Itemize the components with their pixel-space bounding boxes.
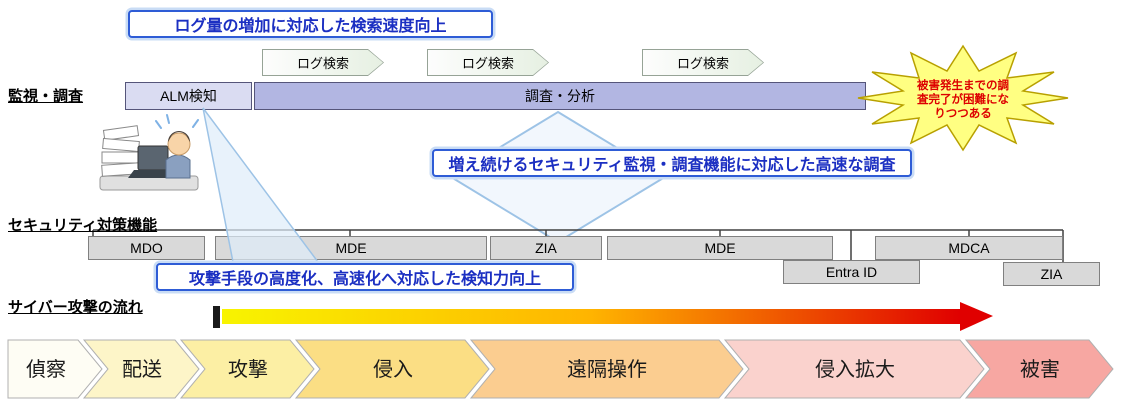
module-connector-lines bbox=[92, 229, 1064, 262]
log-search-chevron-3: ログ検索 bbox=[642, 49, 764, 76]
attack-gradient-arrow bbox=[213, 302, 993, 331]
log-search-label-1: ログ検索 bbox=[263, 50, 383, 75]
log-search-chevron-1: ログ検索 bbox=[262, 49, 384, 76]
stage-label: 遠隔操作 bbox=[567, 358, 647, 381]
module-box-mde-2: MDE bbox=[607, 236, 833, 260]
module-box-zia-1: ZIA bbox=[490, 236, 602, 260]
module-box-zia-2: ZIA bbox=[1003, 262, 1100, 286]
log-search-label-3: ログ検索 bbox=[643, 50, 763, 75]
stage-label: 侵入拡大 bbox=[815, 358, 895, 381]
diamond-shape bbox=[449, 110, 667, 244]
callout-fast-investigation: 増え続けるセキュリティ監視・調査機能に対応した高速な調査 bbox=[432, 149, 912, 177]
module-box-entra-id: Entra ID bbox=[783, 260, 920, 284]
paper-stack-icon bbox=[101, 125, 141, 177]
overwhelmed-analyst-illustration bbox=[99, 114, 199, 191]
section-label-monitoring: 監視・調査 bbox=[8, 88, 84, 105]
attack-stage-labels: 偵察 配送 攻撃 侵入 遠隔操作 侵入拡大 被害 bbox=[26, 358, 1060, 381]
stage-shape-attack bbox=[179, 339, 315, 399]
stage-label: 配送 bbox=[122, 358, 162, 381]
callout-log-speed: ログ量の増加に対応した検索速度向上 bbox=[128, 10, 493, 38]
section-label-attack-flow: サイバー攻撃の流れ bbox=[8, 299, 143, 316]
attack-stage-chevrons bbox=[7, 339, 1114, 399]
stage-label: 被害 bbox=[1020, 358, 1060, 381]
section-label-security-functions: セキュリティ対策機能 bbox=[8, 217, 158, 234]
module-box-mdca: MDCA bbox=[875, 236, 1063, 260]
stage-label: 攻撃 bbox=[228, 358, 268, 381]
alm-detection-box: ALM検知 bbox=[125, 82, 252, 110]
stage-shape-recon bbox=[7, 339, 103, 399]
stage-shape-expansion bbox=[723, 339, 985, 399]
investigation-analysis-bar: 調査・分析 bbox=[254, 82, 866, 110]
log-search-label-2: ログ検索 bbox=[428, 50, 548, 75]
stage-label: 侵入 bbox=[373, 358, 413, 381]
log-search-chevron-2: ログ検索 bbox=[427, 49, 549, 76]
stage-shape-intrusion bbox=[294, 339, 490, 399]
stage-shape-damage bbox=[964, 339, 1114, 399]
callout-detection-improvement: 攻撃手段の高度化、高速化へ対応した検知力向上 bbox=[156, 263, 574, 291]
stage-shape-delivery bbox=[82, 339, 200, 399]
stage-shape-remote bbox=[469, 339, 744, 399]
module-box-mdo: MDO bbox=[88, 236, 205, 260]
module-box-mde-1: MDE bbox=[215, 236, 487, 260]
stress-marks-icon bbox=[155, 114, 199, 129]
stage-label: 偵察 bbox=[26, 358, 66, 381]
